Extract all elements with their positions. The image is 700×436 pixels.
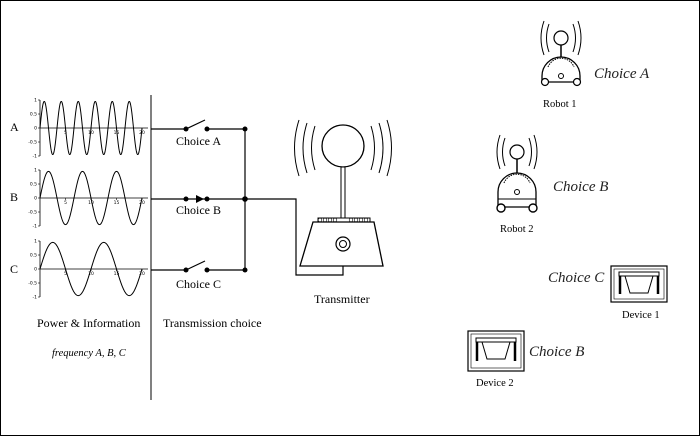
transmitter-device — [295, 120, 392, 266]
x-tick-label: 10 — [88, 200, 94, 206]
y-tick-label: 1 — [34, 168, 37, 174]
power-information-label: Power & Information — [37, 316, 140, 330]
robot-1-icon — [541, 21, 581, 86]
y-tick-label: -1 — [33, 224, 38, 230]
waveform-b: 1 0.5 0 -0.5 -1 5 10 15 20 — [28, 168, 148, 230]
robot-1-label: Robot 1 — [543, 99, 577, 110]
x-tick-label: 15 — [114, 200, 120, 206]
y-tick-label: 1 — [34, 239, 37, 245]
device-1-icon — [611, 266, 667, 302]
waveform-a: 10.50-0.5-15101520 — [28, 98, 148, 160]
x-tick-label: 20 — [139, 200, 145, 206]
robot-2-label: Robot 2 — [500, 224, 534, 235]
y-tick-label: 0 — [34, 126, 37, 132]
switch-label-a: Choice A — [176, 134, 221, 148]
device-1-label: Device 1 — [622, 310, 660, 321]
row-label-a: A — [10, 120, 19, 134]
y-tick-label: 0.5 — [30, 112, 37, 118]
device-2-icon — [468, 331, 524, 371]
device-2-choice: Choice B — [529, 344, 584, 360]
y-tick-label: 0.5 — [30, 182, 37, 188]
y-tick-label: 0.5 — [30, 253, 37, 259]
transmitter-label: Transmitter — [314, 292, 370, 306]
y-tick-label: 1 — [34, 98, 37, 104]
y-tick-label: -0.5 — [28, 281, 37, 287]
waveform-c: 10.50-0.5-15101520 — [28, 239, 148, 301]
switch-b — [151, 195, 245, 203]
y-tick-label: 0 — [34, 267, 37, 273]
robot-2-icon — [497, 135, 537, 212]
frequency-label: frequency A, B, C — [52, 348, 127, 359]
transmission-choice-label: Transmission choice — [163, 316, 262, 330]
switch-a — [151, 120, 245, 132]
robot-2-choice: Choice B — [553, 179, 608, 195]
device-2-label: Device 2 — [476, 378, 514, 389]
y-tick-label: -0.5 — [28, 210, 37, 216]
y-tick-label: -1 — [33, 295, 38, 301]
row-label-c: C — [10, 262, 18, 276]
y-tick-label: -1 — [33, 154, 38, 160]
x-tick-label: 5 — [64, 200, 67, 206]
device-1-choice: Choice C — [548, 270, 605, 286]
switch-label-c: Choice C — [176, 277, 221, 291]
switch-c — [151, 261, 245, 273]
switch-label-b: Choice B — [176, 203, 221, 217]
y-tick-label: 0 — [34, 196, 37, 202]
robot-1-choice: Choice A — [594, 66, 650, 82]
row-label-b: B — [10, 190, 18, 204]
y-tick-label: -0.5 — [28, 140, 37, 146]
